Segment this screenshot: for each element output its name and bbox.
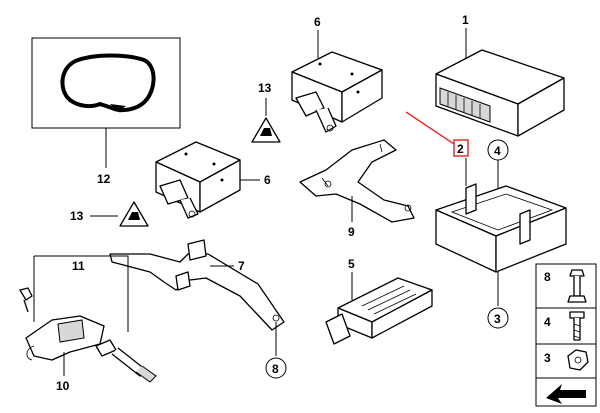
label-5: 5 (348, 257, 355, 271)
part-6-control-unit-left[interactable] (155, 141, 241, 219)
label-10: 10 (56, 379, 70, 393)
legend-label-4: 4 (544, 315, 551, 329)
part-9-bracket[interactable] (299, 139, 415, 223)
part-valve[interactable] (95, 339, 157, 383)
nut-icon (567, 349, 589, 371)
label-13-top: 13 (258, 81, 272, 95)
sensor-screw (19, 287, 33, 313)
plate-body (109, 253, 285, 331)
label-2: 2 (457, 142, 464, 156)
valve-cap (135, 365, 157, 383)
part-10-pressure-sensor[interactable] (19, 287, 105, 361)
inset-frame (31, 37, 181, 129)
callout-circle-8[interactable] (265, 357, 287, 379)
part-13-warning-label-left[interactable] (119, 201, 149, 227)
unit-side-face (341, 69, 383, 123)
tray-tab (519, 209, 531, 245)
legend-label-3: 3 (544, 351, 551, 365)
part-12-tire-inset[interactable] (31, 37, 181, 129)
label-3: 3 (494, 312, 501, 326)
sensor-face (57, 319, 85, 343)
bolt-icon (569, 311, 585, 341)
connector (159, 179, 189, 205)
bracket-11 (33, 255, 129, 332)
legend-label-8: 8 (544, 270, 551, 284)
mount-bracket (179, 197, 199, 219)
mount-bracket (315, 107, 337, 133)
label-8: 8 (272, 362, 279, 376)
part-3-holder-tray[interactable] (435, 183, 567, 273)
module-side (517, 77, 565, 137)
module-pins (439, 87, 491, 123)
tray-side (495, 207, 567, 273)
antenna-side (371, 289, 433, 339)
label-7: 7 (238, 259, 245, 273)
direction-arrow-icon (546, 384, 586, 404)
label-4: 4 (494, 144, 501, 158)
warning-symbol (128, 212, 140, 220)
part-1-module[interactable] (435, 49, 565, 137)
legend-cell-arrow[interactable] (535, 377, 597, 407)
unit-side-face (199, 159, 241, 213)
label-6-left: 6 (264, 173, 271, 187)
part-7-support-plate[interactable] (109, 239, 285, 331)
callout-circle-3[interactable] (487, 307, 509, 329)
part-13-warning-label-top[interactable] (251, 117, 281, 143)
tray-inner (450, 193, 554, 231)
warning-symbol (260, 128, 272, 136)
part-5-antenna-module[interactable] (325, 277, 433, 345)
hardware-legend: 8 4 3 (535, 263, 597, 407)
screw-clip-icon (567, 269, 587, 303)
tire-ring (60, 53, 156, 113)
highlight-box[interactable] (453, 139, 469, 157)
label-1: 1 (462, 13, 469, 27)
label-13-left: 13 (70, 209, 84, 223)
label-6-top: 6 (314, 15, 321, 29)
label-12: 12 (97, 172, 111, 186)
label-9: 9 (348, 225, 355, 239)
valve-mark (110, 104, 126, 112)
part-6-control-unit-top[interactable] (291, 51, 383, 133)
antenna-connector (325, 313, 351, 345)
bracket-body (299, 139, 415, 223)
label-11: 11 (72, 259, 85, 273)
bolt-hole (326, 124, 334, 132)
plate-clip-top (187, 239, 207, 261)
highlight-arrow (405, 111, 455, 145)
plate-clip-bottom (175, 271, 191, 291)
tray-clip (465, 183, 477, 215)
